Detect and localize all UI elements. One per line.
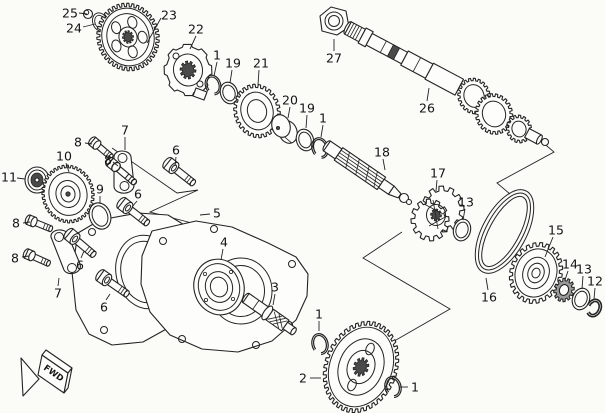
part-21-gear	[233, 83, 281, 139]
part-6-bolt-a	[160, 155, 200, 190]
callout-leader-22-3	[189, 35, 197, 50]
callout-leader-18-12	[382, 158, 386, 171]
part-3-spline-shaft	[241, 292, 297, 336]
part-9-ring	[88, 202, 112, 230]
part-26-main-shaft	[343, 21, 550, 147]
callout-part-3: 3	[271, 280, 279, 295]
callout-part-11: 11	[1, 170, 17, 185]
callout-leader-12-19	[593, 287, 596, 300]
callout-part-22: 22	[188, 22, 204, 37]
callout-leader-13-14	[462, 208, 466, 221]
callout-leader-10-21	[65, 162, 70, 173]
part-8-bolt-c	[23, 213, 55, 235]
callout-part-6: 6	[172, 143, 180, 158]
part-15-sprocket	[508, 242, 564, 304]
callout-part-23: 23	[161, 8, 177, 23]
callout-leader-6-30	[131, 200, 138, 208]
callout-leader-16-15	[485, 277, 489, 291]
part-16-chain	[474, 189, 535, 274]
callout-part-17: 17	[430, 166, 446, 181]
callout-part-9: 9	[96, 182, 104, 197]
callout-part-14: 14	[562, 257, 578, 272]
callout-leader-8-25	[22, 221, 31, 224]
callout-leader-6-32	[105, 293, 111, 301]
callout-leader-6-31	[80, 250, 85, 259]
part-10-gear	[41, 164, 95, 224]
callout-part-15: 15	[548, 223, 564, 238]
callout-leader-14-17	[564, 270, 569, 281]
callout-part-1: 1	[213, 48, 221, 63]
callout-part-6: 6	[76, 258, 84, 273]
callout-part-25: 25	[62, 6, 78, 21]
callout-part-1: 1	[319, 111, 327, 126]
callout-part-8: 8	[12, 216, 20, 231]
callout-part-8: 8	[74, 135, 82, 150]
break-line-right	[496, 140, 555, 195]
callout-part-5: 5	[213, 206, 221, 221]
callout-leader-19-5	[229, 69, 233, 84]
part-2-final-gear	[322, 320, 400, 413]
callout-leader-26-11	[426, 87, 430, 102]
callout-part-20: 20	[282, 93, 298, 108]
callout-part-13: 13	[576, 262, 592, 277]
part-20-collar	[271, 114, 298, 144]
callout-part-24: 24	[66, 21, 82, 36]
callout-leader-25-0	[78, 12, 88, 15]
callout-leader-8-23	[84, 142, 93, 145]
callout-part-19: 19	[299, 101, 315, 116]
callout-part-27: 27	[326, 51, 342, 66]
callout-part-26: 26	[419, 101, 435, 116]
part-25-screw	[82, 8, 94, 20]
callout-part-12: 12	[587, 274, 603, 289]
callout-leader-21-6	[257, 69, 260, 86]
callout-part-1: 1	[411, 380, 419, 395]
callout-part-10: 10	[56, 149, 72, 164]
callout-part-8: 8	[11, 251, 19, 266]
callout-leader-23-2	[146, 17, 162, 44]
callout-part-8: 8	[104, 153, 112, 168]
callout-part-1: 1	[315, 307, 323, 322]
fwd-arrow-head	[20, 357, 40, 397]
part-17-cluster-gear	[410, 185, 465, 242]
break-line-center	[362, 231, 451, 345]
callout-leader-1-9	[320, 124, 324, 138]
callout-leader-1-4	[213, 61, 218, 77]
callout-leader-20-7	[287, 106, 291, 119]
callout-part-2: 2	[299, 371, 307, 386]
part-1-snap-ring-c	[308, 331, 332, 357]
callout-part-21: 21	[253, 56, 269, 71]
part-14-small-gear	[553, 277, 575, 303]
callout-leader-6-29	[174, 156, 177, 167]
part-22-carrier	[163, 43, 213, 101]
callout-leader-13-18	[581, 275, 584, 290]
callout-part-7: 7	[54, 286, 62, 301]
callout-part-18: 18	[374, 145, 390, 160]
part-4-bearing	[193, 258, 245, 316]
callout-leader-17-13	[435, 179, 438, 192]
callout-part-6: 6	[134, 187, 142, 202]
callout-leader-8-26	[21, 255, 30, 258]
callout-leader-5-33	[199, 213, 211, 216]
callout-leader-15-16	[544, 236, 554, 258]
callout-part-16: 16	[481, 290, 497, 305]
callout-leader-24-1	[82, 23, 96, 28]
callout-part-19: 19	[225, 56, 241, 71]
callout-part-6: 6	[100, 300, 108, 315]
callout-leader-8-24	[112, 161, 119, 167]
callout-leader-11-20	[16, 177, 26, 180]
callout-part-4: 4	[220, 235, 228, 250]
part-23-gear	[96, 2, 160, 72]
callout-part-7: 7	[121, 123, 129, 138]
fwd-direction-marker: FWD	[20, 349, 73, 397]
callout-leader-4-34	[220, 248, 224, 261]
shaft-26-gear-mid	[474, 93, 514, 135]
part-8-bolt-d	[21, 247, 53, 270]
part-18-spline-shaft	[322, 140, 413, 206]
callout-part-13: 13	[458, 195, 474, 210]
callout-leader-19-8	[305, 114, 308, 129]
callout-leader-3-35	[272, 293, 276, 306]
callout-leader-7-28	[57, 277, 60, 287]
